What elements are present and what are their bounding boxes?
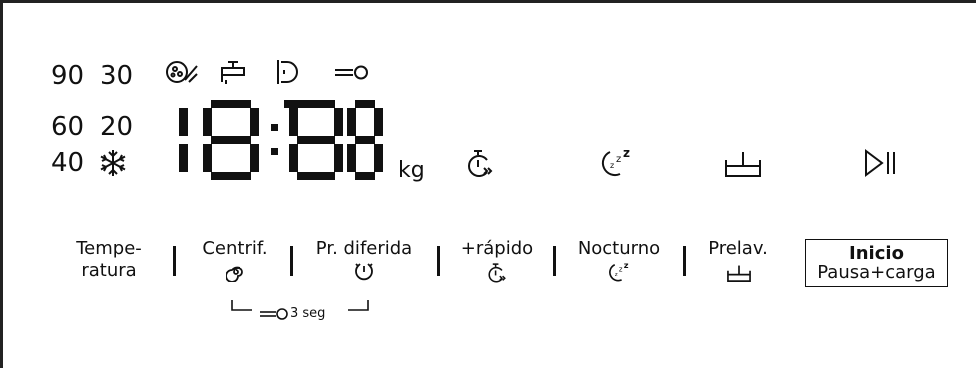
- delay-label: Pr. diferida: [315, 238, 413, 259]
- delay-timer-icon: [353, 261, 375, 283]
- temp-30: 30: [100, 61, 134, 91]
- prewash-button[interactable]: Prelav.: [700, 238, 776, 260]
- temperature-label-line1: Tempe-: [76, 238, 142, 259]
- svg-text:z: z: [624, 262, 629, 270]
- divider: [683, 246, 686, 276]
- night-button[interactable]: Nocturno: [565, 238, 673, 260]
- time-display-minutes: [282, 100, 372, 180]
- delay-button[interactable]: Pr. diferida: [304, 238, 424, 260]
- svg-text:z: z: [610, 161, 614, 170]
- spin-label: Centrif.: [202, 238, 268, 259]
- night-label: Nocturno: [577, 238, 661, 259]
- tap-icon: [218, 58, 248, 88]
- svg-text:z: z: [616, 154, 621, 165]
- divider: [173, 246, 176, 276]
- child-lock-hint: [230, 298, 380, 332]
- fast-label: +rápido: [460, 238, 534, 259]
- temp-90: 90: [51, 61, 85, 91]
- door-icon: [272, 57, 302, 87]
- child-lock-icon: [333, 62, 371, 82]
- temp-40: 40: [51, 148, 85, 178]
- divider: [437, 246, 440, 276]
- spin-button[interactable]: Centrif.: [195, 238, 275, 260]
- divider: [290, 246, 293, 276]
- night-small-icon: z z z: [605, 262, 630, 284]
- start-pause-button[interactable]: Inicio Pausa+carga: [805, 239, 948, 287]
- stain-icon: [163, 58, 201, 88]
- fast-wash-icon: [465, 148, 495, 182]
- spin-spiral-icon: [226, 262, 246, 282]
- temp-60: 60: [51, 112, 85, 142]
- night-mode-icon: z z z: [596, 148, 632, 180]
- temperature-label-line2: ratura: [81, 260, 137, 281]
- prewash-basin-icon: [723, 150, 763, 180]
- svg-text:z: z: [619, 266, 623, 274]
- divider: [553, 246, 556, 276]
- play-pause-icon: [863, 148, 899, 178]
- fast-button[interactable]: +rápido: [450, 238, 544, 260]
- start-label: Inicio: [849, 243, 904, 264]
- svg-text:z: z: [623, 148, 630, 160]
- fast-small-icon: [486, 262, 508, 286]
- svg-text:z: z: [615, 272, 618, 278]
- lock-hint-text: 3 seg: [290, 306, 326, 321]
- prewash-label: Prelav.: [708, 238, 768, 259]
- prewash-small-icon: [726, 264, 752, 284]
- temperature-button[interactable]: Tempe- ratura: [66, 238, 152, 282]
- snowflake-icon: [98, 148, 128, 178]
- temp-20: 20: [100, 112, 134, 142]
- pause-load-label: Pausa+carga: [817, 262, 936, 283]
- weight-unit: kg: [398, 158, 425, 183]
